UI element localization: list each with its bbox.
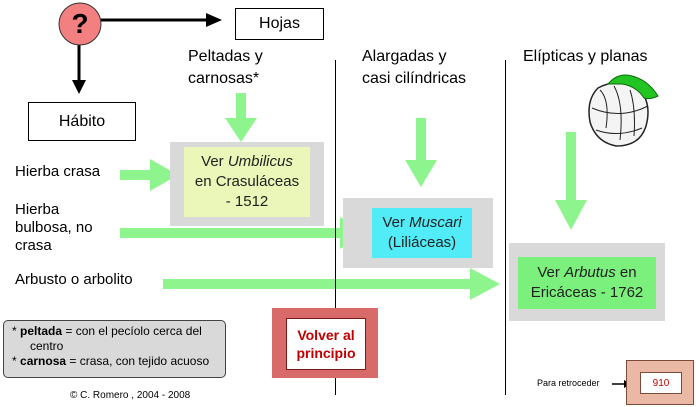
arrow-peltadas-down — [225, 93, 257, 142]
header-elipticas: Elípticas y planas — [523, 46, 648, 68]
divider-1 — [335, 60, 336, 395]
habito-label: Hábito — [58, 112, 106, 130]
row-hierba-bulbosa-line3: crasa — [15, 237, 52, 254]
green-arrows — [120, 93, 587, 300]
umbilicus-prefix: Ver — [201, 153, 228, 170]
header-peltadas: Peltadas y carnosas* — [188, 46, 263, 90]
umbilicus-line2: en Crasuláceas — [194, 173, 300, 190]
volver-line1: Volver al — [297, 327, 355, 343]
header-peltadas-line1: Peltadas y — [188, 48, 263, 65]
arrowhead-hojas — [206, 13, 222, 27]
header-alargadas: Alargadas y casi cilíndricas — [362, 46, 466, 90]
arbutus-flower-icon — [588, 74, 659, 147]
muscari-line1: Ver Muscari — [382, 213, 461, 233]
row-hierba-bulbosa-line2: bulbosa, no — [15, 219, 93, 236]
question-mark[interactable]: ? — [71, 8, 89, 39]
arbutus-link[interactable]: Ver Arbutus en Ericáceas - 1762 — [518, 257, 656, 309]
habito-box: Hábito — [28, 102, 136, 141]
note-carnosa-term: carnosa — [20, 354, 67, 368]
header-elipticas-line1: Elípticas y planas — [523, 48, 648, 65]
row-hierba-bulbosa: Hierba bulbosa, no crasa — [15, 201, 93, 255]
arrow-arbusto — [163, 268, 500, 300]
retroceder-label: Para retroceder — [537, 378, 600, 388]
umbilicus-genus: Umbilicus — [227, 153, 293, 170]
hojas-box: Hojas — [235, 8, 324, 40]
row-hierba-crasa: Hierba crasa — [15, 163, 101, 180]
note-peltada-def: = con el pecíolo cerca del — [62, 324, 202, 338]
copyright: © C. Romero , 2004 - 2008 — [70, 390, 191, 401]
hojas-label: Hojas — [259, 15, 300, 32]
note-peltada-term: peltada — [20, 324, 63, 338]
definitions-note: * peltada = con el pecíolo cerca del cen… — [3, 320, 226, 378]
divider-2 — [505, 60, 506, 395]
header-alargadas-line1: Alargadas y — [362, 48, 447, 65]
arbutus-suffix: en — [615, 264, 637, 281]
arrow-hierba-bulbosa — [120, 217, 368, 249]
note-carnosa: * carnosa = crasa, con tejido acuoso — [12, 354, 210, 368]
note-carnosa-def: = crasa, con tejido acuoso — [66, 354, 210, 368]
header-peltadas-line2: carnosas* — [188, 70, 260, 87]
umbilicus-link[interactable]: Ver Umbilicus en Crasuláceas - 1512 — [184, 147, 310, 217]
arbutus-line1: Ver Arbutus en — [537, 263, 636, 283]
arrow-hierba-crasa — [120, 159, 178, 191]
question-circle — [58, 2, 102, 46]
row-hierba-bulbosa-line1: Hierba — [15, 201, 60, 218]
arrow-elipticas-down — [555, 132, 587, 230]
arbutus-prefix: Ver — [537, 264, 565, 281]
muscari-link[interactable]: Ver Muscari (Liliáceas) — [372, 208, 472, 258]
arbutus-line2: Ericáceas - 1762 — [530, 284, 644, 301]
note-peltada-cont: centro — [30, 339, 64, 353]
arrowhead-habito — [72, 80, 86, 94]
back-button[interactable]: 910 — [640, 372, 682, 394]
umbilicus-line1: Ver Umbilicus — [201, 152, 293, 172]
note-peltada: * peltada = con el pecíolo cerca del — [12, 324, 202, 338]
arrow-alargadas-down — [405, 118, 437, 187]
volver-button[interactable]: Volver al principio — [286, 318, 366, 370]
umbilicus-line3: - 1512 — [225, 193, 269, 210]
row-arbusto: Arbusto o arbolito — [15, 271, 133, 288]
muscari-prefix: Ver — [382, 214, 410, 231]
volver-line2: principio — [296, 345, 356, 361]
header-alargadas-line2: casi cilíndricas — [362, 70, 467, 87]
arbutus-genus: Arbutus — [564, 264, 616, 281]
muscari-genus: Muscari — [409, 214, 462, 231]
muscari-line2: (Liliáceas) — [387, 234, 457, 251]
